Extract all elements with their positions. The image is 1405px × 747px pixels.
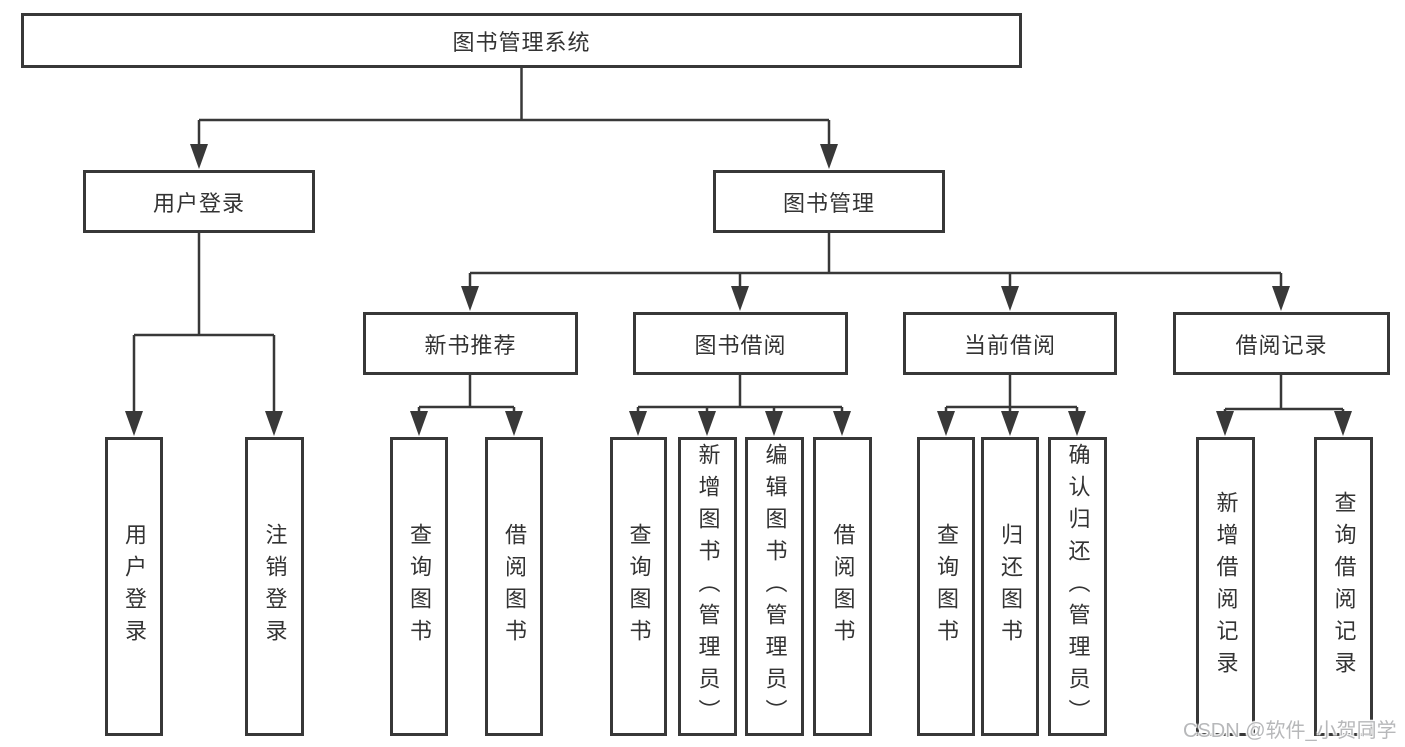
watermark: CSDN @软件_小贺同学 bbox=[1183, 720, 1397, 742]
leaf-borrow-books: 借阅图书 bbox=[813, 437, 872, 736]
node-borrow-records: 借阅记录 bbox=[1173, 312, 1390, 375]
leaf-add-books-admin: 新增图书（管理员） bbox=[678, 437, 737, 736]
leaf-user-login: 用户登录 bbox=[105, 437, 163, 736]
node-user-login: 用户登录 bbox=[83, 170, 315, 233]
node-book-mgmt: 图书管理 bbox=[713, 170, 945, 233]
leaf-confirm-return-admin: 确认归还（管理员） bbox=[1048, 437, 1107, 736]
node-root-label: 图书管理系统 bbox=[452, 29, 591, 55]
leaf-logout-label: 注销登录 bbox=[262, 522, 288, 651]
node-new-book-recommend-label: 新书推荐 bbox=[424, 332, 517, 358]
node-root: 图书管理系统 bbox=[21, 13, 1022, 68]
leaf-recommend-borrow-books-label: 借阅图书 bbox=[502, 522, 527, 651]
node-borrow-records-label: 借阅记录 bbox=[1235, 332, 1328, 358]
leaf-borrow-query-books: 查询图书 bbox=[610, 437, 667, 736]
leaf-query-borrow-record-label: 查询借阅记录 bbox=[1331, 490, 1357, 683]
leaf-add-borrow-record-label: 新增借阅记录 bbox=[1213, 490, 1239, 683]
node-user-login-label: 用户登录 bbox=[152, 190, 245, 216]
leaf-query-borrow-record: 查询借阅记录 bbox=[1314, 437, 1373, 736]
leaf-user-login-label: 用户登录 bbox=[122, 522, 147, 651]
leaf-borrow-query-books-label: 查询图书 bbox=[626, 522, 652, 651]
leaf-recommend-query-books-label: 查询图书 bbox=[407, 522, 432, 651]
node-book-borrow: 图书借阅 bbox=[633, 312, 848, 375]
leaf-confirm-return-admin-label: 确认归还（管理员） bbox=[1065, 442, 1091, 731]
leaf-current-query-books-label: 查询图书 bbox=[934, 522, 959, 651]
leaf-edit-books-admin: 编辑图书（管理员） bbox=[745, 437, 804, 736]
leaf-return-books: 归还图书 bbox=[981, 437, 1039, 736]
leaf-current-query-books: 查询图书 bbox=[917, 437, 975, 736]
leaf-return-books-label: 归还图书 bbox=[998, 522, 1023, 651]
node-current-borrow: 当前借阅 bbox=[903, 312, 1117, 375]
leaf-edit-books-admin-label: 编辑图书（管理员） bbox=[762, 442, 788, 731]
node-new-book-recommend: 新书推荐 bbox=[363, 312, 578, 375]
leaf-add-borrow-record: 新增借阅记录 bbox=[1196, 437, 1255, 736]
leaf-recommend-borrow-books: 借阅图书 bbox=[485, 437, 543, 736]
node-current-borrow-label: 当前借阅 bbox=[963, 332, 1056, 358]
leaf-recommend-query-books: 查询图书 bbox=[390, 437, 448, 736]
node-book-mgmt-label: 图书管理 bbox=[782, 190, 875, 216]
leaf-borrow-books-label: 借阅图书 bbox=[830, 522, 856, 651]
node-book-borrow-label: 图书借阅 bbox=[694, 332, 787, 358]
leaf-logout: 注销登录 bbox=[245, 437, 304, 736]
leaf-add-books-admin-label: 新增图书（管理员） bbox=[695, 442, 721, 731]
